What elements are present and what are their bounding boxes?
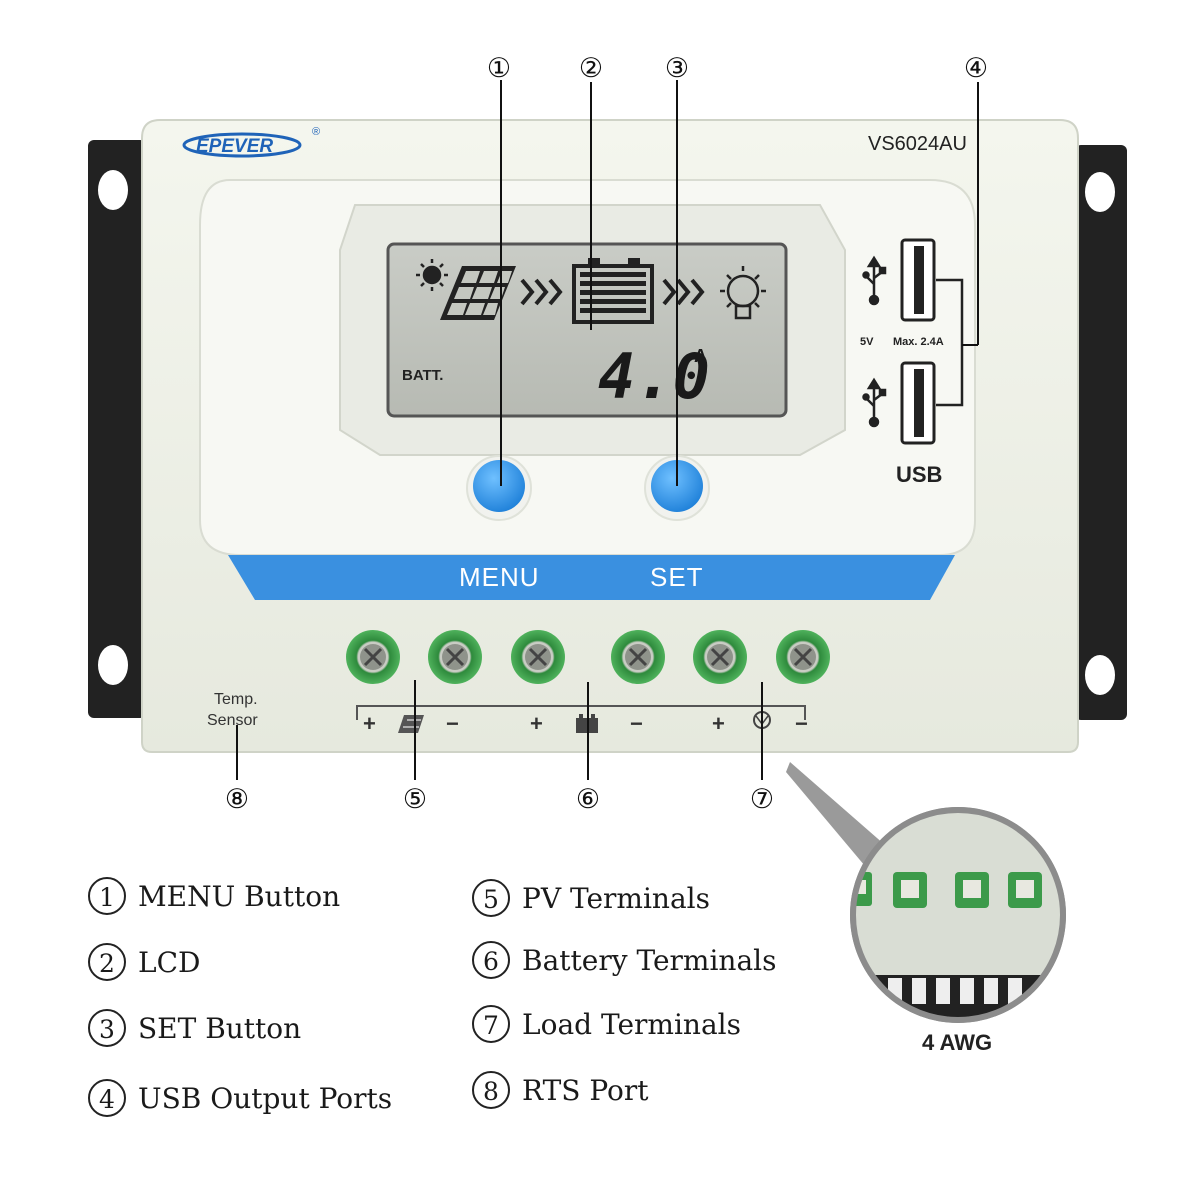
callout-leaders	[236, 80, 979, 780]
callout-2: ②	[579, 53, 603, 84]
callout-4: ④	[964, 53, 988, 84]
legend-label: USB Output Ports	[138, 1081, 393, 1115]
inset-wire-gauge-label: 4 AWG	[922, 1030, 992, 1055]
terminal-zoom-inset	[786, 762, 1066, 1023]
lcd-batt-label: BATT.	[402, 367, 443, 384]
temp-sensor-label-line1: Temp.	[214, 691, 258, 708]
solar-panel-icon	[440, 266, 516, 320]
callout-7: ⑦	[750, 784, 774, 815]
usb-ports: 5V Max. 2.4A USB	[860, 238, 964, 487]
usb-icon	[862, 255, 887, 306]
menu-button[interactable]	[473, 460, 525, 512]
battery-icon	[572, 258, 654, 324]
battery-negative-terminal[interactable]	[611, 630, 665, 684]
load-negative-sign: −	[795, 711, 808, 736]
load-positive-terminal[interactable]	[693, 630, 747, 684]
temp-sensor-label-line2: Sensor	[207, 712, 258, 729]
legend-number: 6	[472, 941, 510, 979]
legend-label: LCD	[138, 945, 201, 979]
legend-number: 5	[472, 879, 510, 917]
terminal-bracket	[356, 705, 806, 720]
set-button-label: SET	[650, 562, 704, 592]
brand-name: EPEVER	[196, 136, 273, 157]
load-positive-sign: +	[712, 711, 725, 736]
menu-button-label: MENU	[459, 562, 540, 592]
legend-item: 3 SET Button	[88, 1009, 301, 1047]
legend-number: 4	[88, 1079, 126, 1117]
legend-number: 8	[472, 1071, 510, 1109]
legend-item: 5 PV Terminals	[472, 879, 710, 917]
battery-positive-terminal[interactable]	[511, 630, 565, 684]
legend-label: Load Terminals	[522, 1007, 741, 1041]
pv-panel-icon	[398, 715, 424, 733]
legend-label: MENU Button	[138, 879, 341, 913]
legend-item: 2 LCD	[88, 943, 200, 981]
charge-flow-arrows-right	[662, 278, 705, 306]
light-bulb-icon	[720, 266, 766, 320]
pv-positive-terminal[interactable]	[346, 630, 400, 684]
load-negative-terminal[interactable]	[776, 630, 830, 684]
lcd-screen: BATT. 4.0 A	[386, 242, 788, 418]
pv-positive-sign: +	[363, 711, 376, 736]
brand-logo: EPEVER ®	[182, 126, 320, 158]
legend-number: 7	[472, 1005, 510, 1043]
usb-icon	[862, 377, 887, 428]
pv-negative-terminal[interactable]	[428, 630, 482, 684]
brand-registered-mark: ®	[312, 126, 320, 138]
legend-label: PV Terminals	[522, 881, 710, 915]
charge-flow-arrows-left	[520, 278, 563, 306]
button-label-band: MENU SET	[228, 555, 955, 600]
legend-item: 7 Load Terminals	[472, 1005, 741, 1043]
lcd-current-value: 4.0	[598, 340, 710, 413]
lcd-unit: A	[694, 346, 707, 366]
legend-item: 8 RTS Port	[472, 1071, 649, 1109]
callout-6: ⑥	[576, 784, 600, 815]
legend-item: 1 MENU Button	[88, 877, 340, 915]
left-mounting-bracket	[88, 140, 146, 718]
legend-number: 2	[88, 943, 126, 981]
legend-label: RTS Port	[522, 1073, 649, 1107]
usb-voltage: 5V	[860, 336, 874, 348]
callout-8: ⑧	[225, 784, 249, 815]
model-number: VS6024AU	[868, 133, 967, 155]
legend-number: 3	[88, 1009, 126, 1047]
legend-item: 4 USB Output Ports	[88, 1079, 392, 1117]
sun-icon	[416, 259, 448, 291]
usb-max-current: Max. 2.4A	[893, 336, 944, 348]
callout-1: ①	[487, 53, 511, 84]
legend-label: SET Button	[138, 1011, 302, 1045]
legend-item: 6 Battery Terminals	[472, 941, 776, 979]
battery-negative-sign: −	[630, 711, 643, 736]
callout-5: ⑤	[403, 784, 427, 815]
legend-number: 1	[88, 877, 126, 915]
right-mounting-bracket	[1075, 145, 1127, 720]
terminal-block	[346, 630, 830, 684]
usb-label: USB	[896, 462, 942, 487]
battery-positive-sign: +	[530, 711, 543, 736]
legend-label: Battery Terminals	[522, 943, 777, 977]
callout-3: ③	[665, 53, 689, 84]
pv-negative-sign: −	[446, 711, 459, 736]
